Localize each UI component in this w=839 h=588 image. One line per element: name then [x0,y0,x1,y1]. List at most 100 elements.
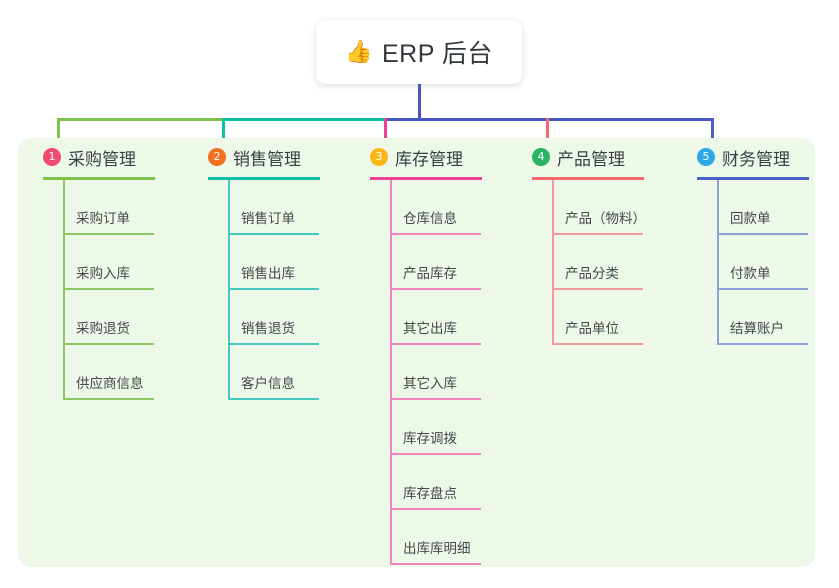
branch-number-badge: 2 [208,148,226,166]
leaf-item[interactable]: 出库库明细 [391,510,527,565]
leaf-item-label: 库存盘点 [403,486,457,501]
leaf-item[interactable]: 产品单位 [553,290,689,345]
leaf-item-rule [391,233,481,235]
leaf-item-rule [229,288,319,290]
leaf-item-label: 付款单 [730,266,771,281]
root-node-label-wrap: 👍 ERP 后台 [345,34,493,70]
leaf-item-label: 销售出库 [241,266,295,281]
branch-column-3: 3 库存管理仓库信息产品库存其它出库其它入库库存调拨库存盘点出库库明细 [367,143,527,565]
leaf-item-rule [64,398,154,400]
leaf-item-label: 出库库明细 [403,541,471,556]
leaf-item[interactable]: 仓库信息 [391,180,527,235]
leaf-item[interactable]: 其它入库 [391,345,527,400]
leaf-item-rule [64,233,154,235]
leaf-spine [390,180,392,565]
leaf-item[interactable]: 产品（物料） [553,180,689,235]
leaf-item-label: 产品（物料） [565,211,646,226]
leaf-item[interactable]: 销售退货 [229,290,365,345]
leaf-item-label: 产品库存 [403,266,457,281]
branch-header-rule [208,177,320,180]
leaf-item[interactable]: 销售订单 [229,180,365,235]
branch-title: 财务管理 [722,149,790,169]
leaf-item-label: 采购订单 [76,211,130,226]
leaf-item-label: 客户信息 [241,376,295,391]
leaf-item[interactable]: 采购退货 [64,290,200,345]
leaf-spine [717,180,719,345]
leaf-item-label: 其它入库 [403,376,457,391]
branch-title: 销售管理 [233,149,301,169]
branch-header-财务管理[interactable]: 5 财务管理 [694,143,839,171]
leaf-item-label: 产品单位 [565,321,619,336]
leaf-item-rule [553,233,643,235]
leaf-item-label: 采购退货 [76,321,130,336]
leaf-item-rule [718,343,808,345]
branch-number-badge: 4 [532,148,550,166]
branch-column-1: 1 采购管理采购订单采购入库采购退货供应商信息 [40,143,200,400]
leaf-item[interactable]: 其它出库 [391,290,527,345]
leaf-item-label: 仓库信息 [403,211,457,226]
leaf-item-label: 采购入库 [76,266,130,281]
leaf-item-rule [391,563,481,565]
leaf-item-label: 库存调拨 [403,431,457,446]
leaf-item[interactable]: 产品分类 [553,235,689,290]
branch-column-5: 5 财务管理回款单付款单结算账户 [694,143,839,345]
branch-header-rule [532,177,644,180]
branch-header-采购管理[interactable]: 1 采购管理 [40,143,200,171]
leaf-spine [552,180,554,345]
branch-header-rule [697,177,809,180]
leaf-item-label: 产品分类 [565,266,619,281]
leaf-item-label: 回款单 [730,211,771,226]
leaf-item-label: 其它出库 [403,321,457,336]
leaf-item[interactable]: 库存盘点 [391,455,527,510]
leaf-item-rule [718,288,808,290]
branch-leaf-list: 仓库信息产品库存其它出库其它入库库存调拨库存盘点出库库明细 [367,180,527,565]
leaf-item-rule [718,233,808,235]
leaf-item-rule [64,343,154,345]
branch-number-badge: 5 [697,148,715,166]
leaf-item-rule [391,508,481,510]
leaf-item-rule [229,398,319,400]
leaf-item[interactable]: 销售出库 [229,235,365,290]
leaf-item-rule [229,233,319,235]
leaf-item-rule [391,398,481,400]
branch-title: 产品管理 [557,149,625,169]
branch-number-badge: 3 [370,148,388,166]
branch-number-badge: 1 [43,148,61,166]
branch-leaf-list: 销售订单销售出库销售退货客户信息 [205,180,365,400]
branch-title: 库存管理 [395,149,463,169]
leaf-item[interactable]: 供应商信息 [64,345,200,400]
leaf-spine [63,180,65,400]
leaf-item-label: 供应商信息 [76,376,144,391]
leaf-item[interactable]: 客户信息 [229,345,365,400]
branch-header-产品管理[interactable]: 4 产品管理 [529,143,689,171]
branch-column-2: 2 销售管理销售订单销售出库销售退货客户信息 [205,143,365,400]
root-node-label: ERP 后台 [382,40,493,68]
leaf-item[interactable]: 产品库存 [391,235,527,290]
branch-leaf-list: 采购订单采购入库采购退货供应商信息 [40,180,200,400]
leaf-item[interactable]: 结算账户 [718,290,839,345]
leaf-item[interactable]: 付款单 [718,235,839,290]
leaf-item[interactable]: 采购订单 [64,180,200,235]
branch-drop-1 [57,118,60,150]
leaf-item-label: 结算账户 [730,321,784,336]
leaf-item-rule [391,453,481,455]
branch-header-rule [43,177,155,180]
leaf-item-rule [553,343,643,345]
leaf-item[interactable]: 回款单 [718,180,839,235]
leaf-item-label: 销售订单 [241,211,295,226]
root-node[interactable]: 👍 ERP 后台 [316,20,522,84]
leaf-spine [228,180,230,400]
branch-drop-5 [711,118,714,150]
branch-drop-2 [222,118,225,150]
branch-column-4: 4 产品管理产品（物料） 产品分类产品单位 [529,143,689,345]
branch-title: 采购管理 [68,149,136,169]
leaf-item-rule [64,288,154,290]
branch-header-销售管理[interactable]: 2 销售管理 [205,143,365,171]
leaf-item[interactable]: 采购入库 [64,235,200,290]
bus-segment-1 [57,118,225,121]
bus-segment-2 [222,118,387,121]
branch-leaf-list: 产品（物料） 产品分类产品单位 [529,180,689,345]
leaf-item[interactable]: 库存调拨 [391,400,527,455]
branch-header-库存管理[interactable]: 3 库存管理 [367,143,527,171]
